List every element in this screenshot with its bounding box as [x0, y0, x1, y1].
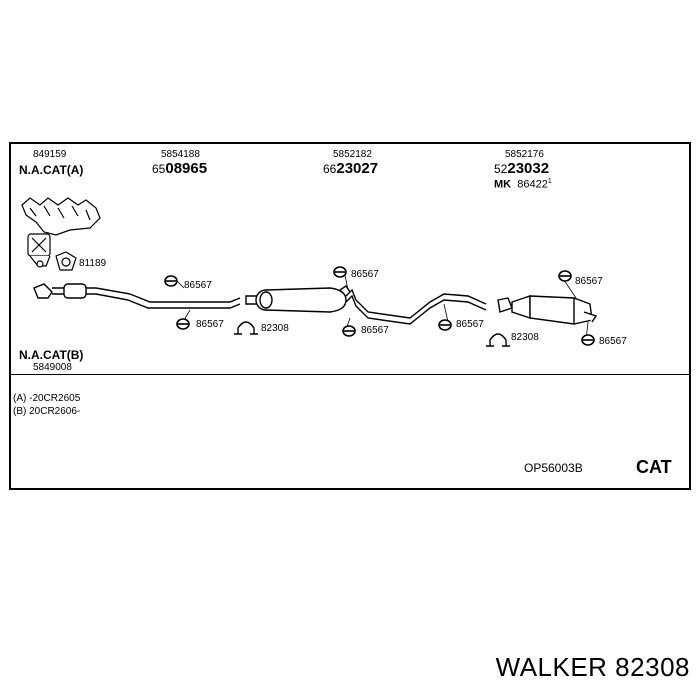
intermediate-pipe	[339, 285, 487, 325]
hanger-86567-e	[438, 319, 452, 331]
manifold-spec: N.A.CAT(A)	[19, 163, 84, 177]
brand-part-title: WALKER 82308	[495, 652, 690, 682]
callout-82308-b: 82308	[511, 332, 539, 343]
front-pipe-code-prefix: 65	[152, 162, 166, 176]
front-pipe-code: 6508965	[152, 161, 207, 176]
front-silencer	[245, 287, 347, 313]
diagram-frame	[9, 142, 691, 490]
callout-86567-c: 86567	[351, 269, 379, 280]
rear-mk-sup: 1	[547, 178, 552, 185]
rear-code-prefix: 52	[494, 162, 508, 176]
callout-82308-a: 82308	[261, 323, 289, 334]
hanger-86567-c	[333, 266, 347, 278]
callout-86567-d: 86567	[361, 325, 389, 336]
hanger-86567-g	[581, 334, 595, 346]
diagram-divider	[9, 374, 691, 375]
hanger-86567-d	[342, 325, 356, 337]
part-number-front-pipe-b: 5849008	[33, 362, 72, 373]
hanger-86567-f	[558, 270, 572, 282]
hanger-symbols	[164, 266, 595, 346]
gasket-81189	[55, 251, 77, 271]
rear-mk-number: 86422	[517, 178, 548, 191]
middle-code-prefix: 66	[323, 162, 337, 176]
part-number-middle: 5852182	[333, 149, 372, 160]
part-number-front-pipe: 5854188	[161, 149, 200, 160]
callout-86567-f: 86567	[575, 276, 603, 287]
diagram-code: OP56003B	[524, 461, 583, 475]
rear-mk-label: MK	[494, 178, 512, 191]
middle-code-main: 23027	[336, 160, 379, 177]
hanger-86567-a	[164, 275, 178, 287]
clamp-symbols	[234, 321, 510, 347]
note-a: (A) -20CR2605	[13, 393, 81, 404]
rear-code-main: 23032	[507, 160, 550, 177]
rear-code: 5223032	[494, 161, 549, 176]
exhaust-manifold	[21, 197, 101, 268]
clamp-82308-a	[234, 321, 258, 335]
callout-86567-b: 86567	[196, 319, 224, 330]
part-number-rear: 5852176	[505, 149, 544, 160]
middle-code: 6623027	[323, 161, 378, 176]
callout-86567-a: 86567	[184, 280, 212, 291]
note-b: (B) 20CR2606-	[13, 406, 81, 417]
clamp-82308-b	[486, 333, 510, 347]
hanger-86567-b	[176, 318, 190, 330]
rear-mk: MK 864221	[494, 178, 552, 191]
callout-86567-e: 86567	[456, 319, 484, 330]
rear-silencer	[497, 295, 598, 325]
front-pipe	[33, 283, 241, 309]
callout-86567-g: 86567	[599, 336, 627, 347]
front-pipe-spec: N.A.CAT(B)	[19, 348, 84, 362]
front-pipe-code-main: 08965	[165, 160, 208, 177]
cat-label: CAT	[636, 457, 672, 477]
callout-81189: 81189	[79, 258, 107, 269]
part-number-manifold: 849159	[33, 149, 67, 160]
